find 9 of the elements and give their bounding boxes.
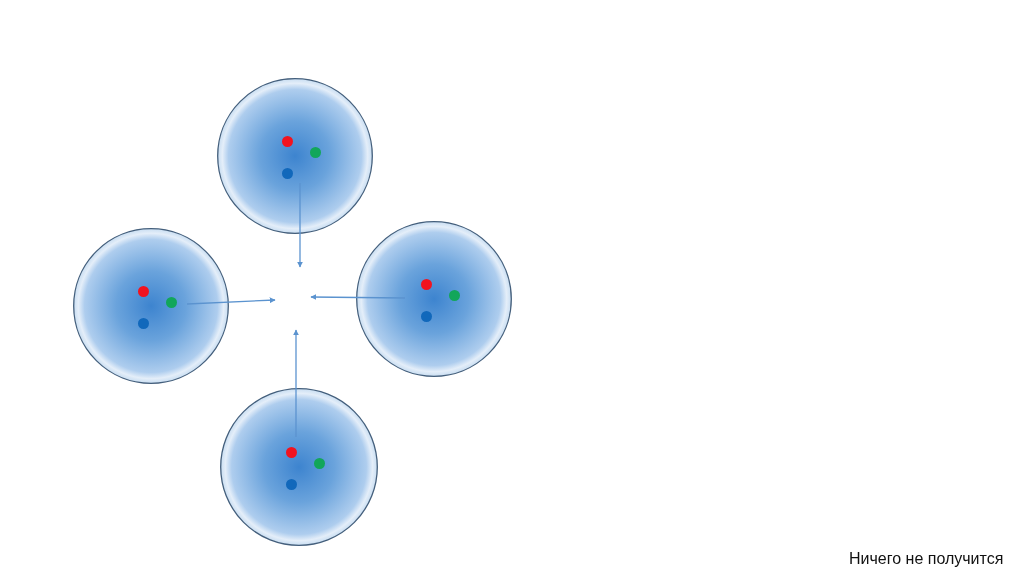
note-text: Ничего не получится [849, 549, 1004, 568]
circle-node [73, 228, 229, 384]
arrow [186, 297, 276, 305]
arrow [293, 329, 299, 438]
circle-node [220, 388, 378, 546]
arrow [297, 182, 303, 268]
circle-node [217, 78, 373, 234]
circle-node [356, 221, 512, 377]
arrow [310, 294, 406, 301]
